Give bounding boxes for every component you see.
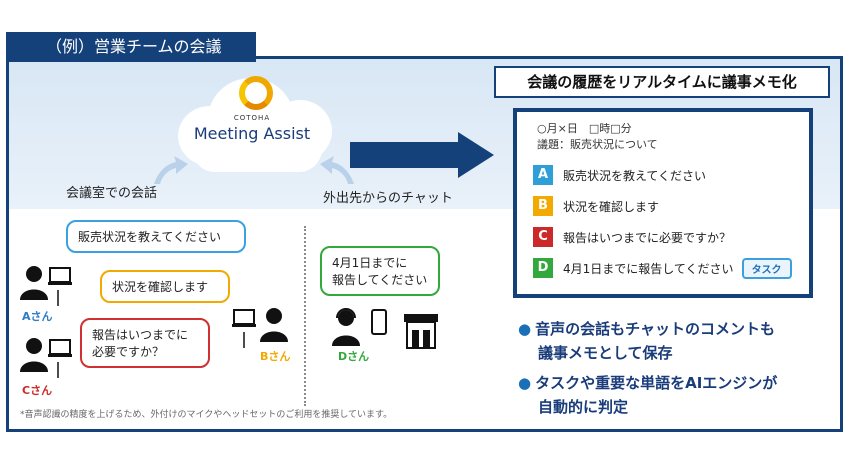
bullet-2-line1: タスクや重要な単語をAIエンジンが bbox=[535, 374, 778, 392]
memo-row-c: C 報告はいつまでに必要ですか？ bbox=[533, 226, 731, 248]
store-icon bbox=[404, 314, 438, 349]
person-a-icon bbox=[20, 266, 72, 306]
history-title: 会議の履歴をリアルタイムに議事メモ化 bbox=[494, 66, 830, 98]
letter-d-badge: D bbox=[533, 258, 553, 278]
bubble-a: 販売状況を教えてください bbox=[66, 220, 246, 253]
brand-small: COTOHA bbox=[233, 114, 271, 122]
person-c-icon bbox=[20, 338, 72, 378]
bullet-1-line1: 音声の会話もチャットのコメントも bbox=[535, 320, 775, 338]
letter-c-badge: C bbox=[533, 227, 553, 247]
footnote: *音声認識の精度を上げるため、外付けのマイクやヘッドセットのご利用を推奨していま… bbox=[20, 410, 393, 420]
memo-row-d: D 4月1日までに報告してください タスク bbox=[533, 257, 792, 279]
bullet-dot-icon: ● bbox=[518, 374, 532, 392]
bullet-1-line2: 議事メモとして保存 bbox=[538, 344, 673, 362]
bubble-d-line2: 報告してください bbox=[332, 273, 428, 287]
bubble-c-line2: 必要ですか？ bbox=[92, 345, 165, 359]
divider bbox=[304, 226, 306, 406]
bubble-c: 報告はいつまでに 必要ですか？ bbox=[80, 318, 210, 368]
bullet-1: ●音声の会話もチャットのコメントも bbox=[518, 318, 775, 339]
meeting-room-label: 会議室での会話 bbox=[66, 186, 158, 201]
brand-main: Meeting Assist bbox=[193, 124, 311, 143]
letter-b-badge: B bbox=[533, 196, 553, 216]
person-b-icon bbox=[232, 308, 288, 348]
memo-row-b-text: 状況を確認します bbox=[563, 199, 660, 214]
memo-topic: 議題：販売状況について bbox=[537, 138, 658, 151]
letter-a-badge: A bbox=[533, 165, 553, 185]
person-b-name: Bさん bbox=[260, 350, 291, 363]
page-title: （例）営業チームの会議 bbox=[6, 32, 256, 62]
memo-panel: ○月×日 □時□分 議題：販売状況について A 販売状況を教えてください B 状… bbox=[513, 108, 813, 298]
cotoha-cloud: COTOHA Meeting Assist bbox=[168, 70, 336, 178]
bullet-2: ●タスクや重要な単語をAIエンジンが bbox=[518, 372, 777, 393]
arrow-left-in-icon bbox=[154, 156, 188, 184]
person-a-name: Aさん bbox=[22, 310, 53, 323]
bubble-b: 状況を確認します bbox=[100, 270, 230, 303]
bubble-d: 4月1日までに 報告してください bbox=[320, 246, 440, 296]
task-badge: タスク bbox=[741, 257, 792, 279]
person-d-name: Dさん bbox=[338, 350, 370, 363]
person-c-name: Cさん bbox=[22, 384, 53, 397]
memo-date: ○月×日 □時□分 bbox=[537, 122, 632, 135]
memo-row-b: B 状況を確認します bbox=[533, 195, 659, 217]
person-d-icon bbox=[332, 308, 387, 346]
bubble-c-line1: 報告はいつまでに bbox=[92, 328, 189, 342]
cotoha-logo-icon bbox=[239, 76, 273, 110]
bubble-d-line1: 4月1日までに bbox=[332, 256, 408, 270]
arrow-right-in-icon bbox=[320, 156, 354, 184]
big-arrow-icon bbox=[350, 132, 494, 178]
memo-row-c-text: 報告はいつまでに必要ですか？ bbox=[563, 230, 732, 245]
memo-row-d-text: 4月1日までに報告してください bbox=[563, 261, 734, 276]
bullet-2-line2: 自動的に判定 bbox=[538, 398, 629, 416]
bullet-dot-icon: ● bbox=[518, 320, 532, 338]
memo-row-a: A 販売状況を教えてください bbox=[533, 164, 706, 186]
memo-row-a-text: 販売状況を教えてください bbox=[563, 168, 707, 183]
outside-chat-label: 外出先からのチャット bbox=[323, 191, 453, 206]
